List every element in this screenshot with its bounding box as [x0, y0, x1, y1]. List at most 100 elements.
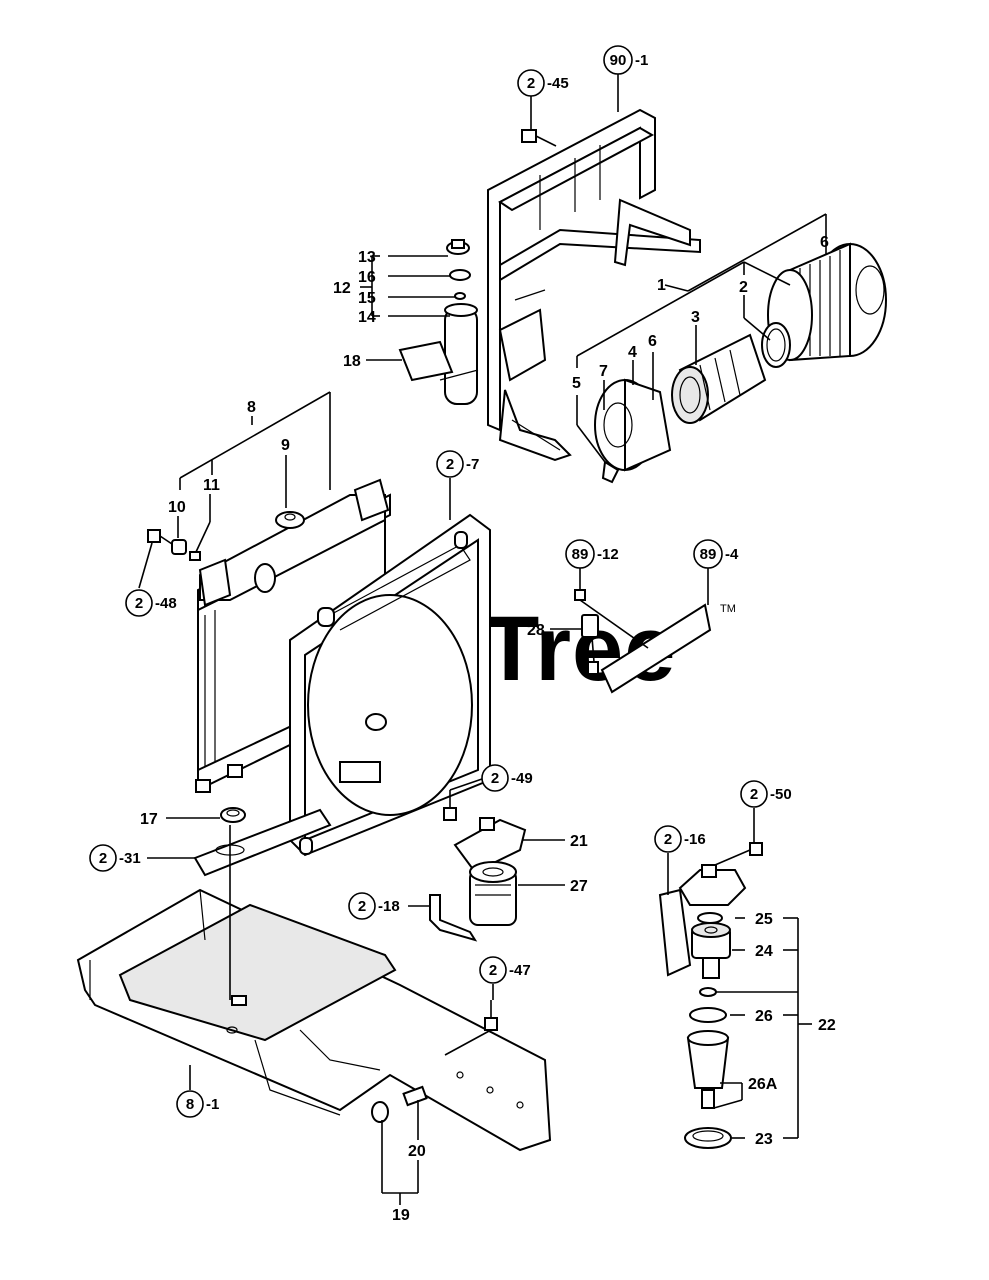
watermark-trademark: TM [720, 603, 736, 615]
separator-head [678, 864, 747, 906]
callout-21: 21 [570, 833, 588, 850]
callout-18: 18 [343, 353, 361, 370]
ref-2-31: 2 -31 [89, 844, 141, 872]
callout-23: 23 [755, 1131, 773, 1148]
ref-2-47: 2 -47 [479, 956, 531, 984]
mounting-plate-89-4 [600, 603, 712, 694]
band-18 [398, 340, 479, 382]
ref-89-4: 89 -4 [693, 539, 739, 569]
svg-text:2: 2 [489, 962, 497, 979]
callout-12: 12 [333, 280, 351, 297]
svg-text:-18: -18 [378, 898, 400, 915]
callout-24: 24 [755, 943, 773, 960]
svg-text:-31: -31 [119, 850, 141, 867]
bolt-2-50 [714, 842, 763, 866]
callout-6-upper: 6 [820, 234, 829, 251]
o-ring-15 [454, 292, 466, 300]
svg-text:-1: -1 [635, 52, 648, 69]
callout-8: 8 [247, 399, 256, 416]
callout-16: 16 [358, 269, 376, 286]
upper-tank [199, 494, 386, 601]
svg-text:-4: -4 [725, 546, 739, 563]
callout-4: 4 [628, 344, 637, 361]
svg-text:89: 89 [572, 546, 589, 563]
svg-text:2: 2 [664, 831, 672, 848]
seal-16 [449, 269, 471, 281]
ref-89-12: 89 -12 [565, 539, 619, 569]
svg-text:-49: -49 [511, 770, 533, 787]
filter-cap-13 [446, 239, 470, 255]
bracket-2-16 [658, 888, 692, 977]
cup-26A [686, 1030, 730, 1109]
drain-10 [171, 539, 187, 555]
sensor-28 [581, 614, 599, 675]
o-ring-26 [689, 1007, 727, 1023]
o-ring-small [699, 987, 717, 997]
svg-text:-47: -47 [509, 962, 531, 979]
svg-text:-50: -50 [770, 786, 792, 803]
element-3 [671, 333, 767, 424]
pin-20 [371, 1085, 428, 1123]
callout-26A: 26A [748, 1076, 778, 1093]
element-24 [691, 922, 731, 979]
bolt-2-45 [521, 129, 557, 147]
callout-19: 19 [392, 1207, 410, 1224]
callout-10: 10 [168, 499, 186, 516]
main-frame [76, 888, 552, 1152]
callout-20: 20 [408, 1143, 426, 1160]
ref-2-16: 2 -16 [654, 825, 706, 853]
svg-text:2: 2 [99, 850, 107, 867]
svg-text:2: 2 [491, 770, 499, 787]
callout-27: 27 [570, 878, 588, 895]
cover-4 [594, 378, 672, 484]
callout-6-lower: 6 [648, 333, 657, 350]
callout-25: 25 [755, 911, 773, 928]
ref-2-18: 2 -18 [348, 892, 400, 920]
gasket-2 [761, 322, 791, 368]
callout-14: 14 [358, 309, 376, 326]
bracket-upper [198, 478, 390, 607]
svg-text:-12: -12 [597, 546, 619, 563]
callout-26: 26 [755, 1008, 773, 1025]
ref-8-1: 8 -1 [176, 1090, 219, 1118]
fuel-filter-body-14 [444, 303, 478, 405]
ref-2-50: 2 -50 [740, 780, 792, 808]
bolt-2-49 [443, 790, 457, 821]
svg-text:-1: -1 [206, 1096, 219, 1113]
svg-text:2: 2 [750, 786, 758, 803]
svg-text:2: 2 [446, 456, 454, 473]
air-cleaner-housing [767, 242, 887, 362]
callout-7: 7 [599, 363, 608, 380]
svg-text:89: 89 [700, 546, 717, 563]
callout-17: 17 [140, 811, 158, 828]
svg-text:-16: -16 [684, 831, 706, 848]
bracket-2-18 [429, 894, 478, 942]
ref-2-45: 2 -45 [517, 69, 569, 97]
filter-cartridge-27 [469, 861, 517, 926]
svg-text:2: 2 [135, 595, 143, 612]
callout-5: 5 [572, 375, 581, 392]
ref-2-48: 2 -48 [125, 589, 177, 617]
ref-90-1: 90 -1 [603, 45, 648, 75]
callout-numbers: 13 16 12 15 14 18 1 6 2 3 4 6 7 5 8 9 10… [140, 234, 836, 1224]
callout-11: 11 [203, 477, 220, 494]
svg-text:8: 8 [186, 1096, 194, 1113]
svg-text:2: 2 [527, 75, 535, 92]
callout-13: 13 [358, 249, 376, 266]
plug-11 [189, 551, 201, 561]
bolt-2-47 [484, 1000, 498, 1031]
bolt-89-12 [574, 589, 586, 601]
callout-2: 2 [739, 279, 748, 296]
svg-text:-45: -45 [547, 75, 569, 92]
seal-25 [697, 912, 723, 924]
svg-text:2: 2 [358, 898, 366, 915]
callout-22: 22 [818, 1017, 836, 1034]
ref-2-7: 2 -7 [436, 450, 479, 478]
callout-15: 15 [358, 290, 376, 307]
cushion-17 [220, 807, 246, 823]
callout-3: 3 [691, 309, 700, 326]
svg-text:-7: -7 [466, 456, 479, 473]
callout-1: 1 [657, 277, 666, 294]
air-cleaner-bracket [487, 108, 701, 462]
